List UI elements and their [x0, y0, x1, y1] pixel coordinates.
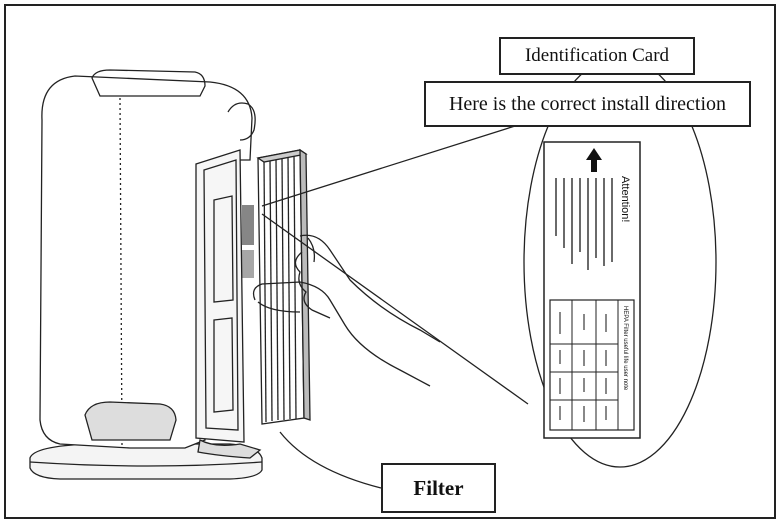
hand — [252, 234, 441, 387]
filter-callout: Filter — [381, 463, 496, 513]
identification-card: Attention! HEPA Filter useful life user … — [543, 141, 641, 439]
filter-leader-line — [279, 431, 382, 489]
up-arrow-icon — [586, 148, 602, 172]
card-heading: Attention! — [619, 176, 631, 222]
identification-card-label: Identification Card — [524, 45, 670, 66]
purifier-body — [39, 69, 262, 459]
install-direction-label: Here is the correct install direction — [448, 92, 727, 115]
diagram-frame — [4, 4, 776, 519]
filter-label: Filter — [413, 475, 464, 500]
table-title: HEPA Filter useful life user note — [622, 306, 628, 391]
hepa-filter — [242, 148, 311, 425]
identification-card-callout: Identification Card — [499, 37, 695, 75]
useful-life-table: HEPA Filter useful life user note — [549, 299, 635, 431]
install-direction-callout: Here is the correct install direction — [424, 81, 751, 127]
